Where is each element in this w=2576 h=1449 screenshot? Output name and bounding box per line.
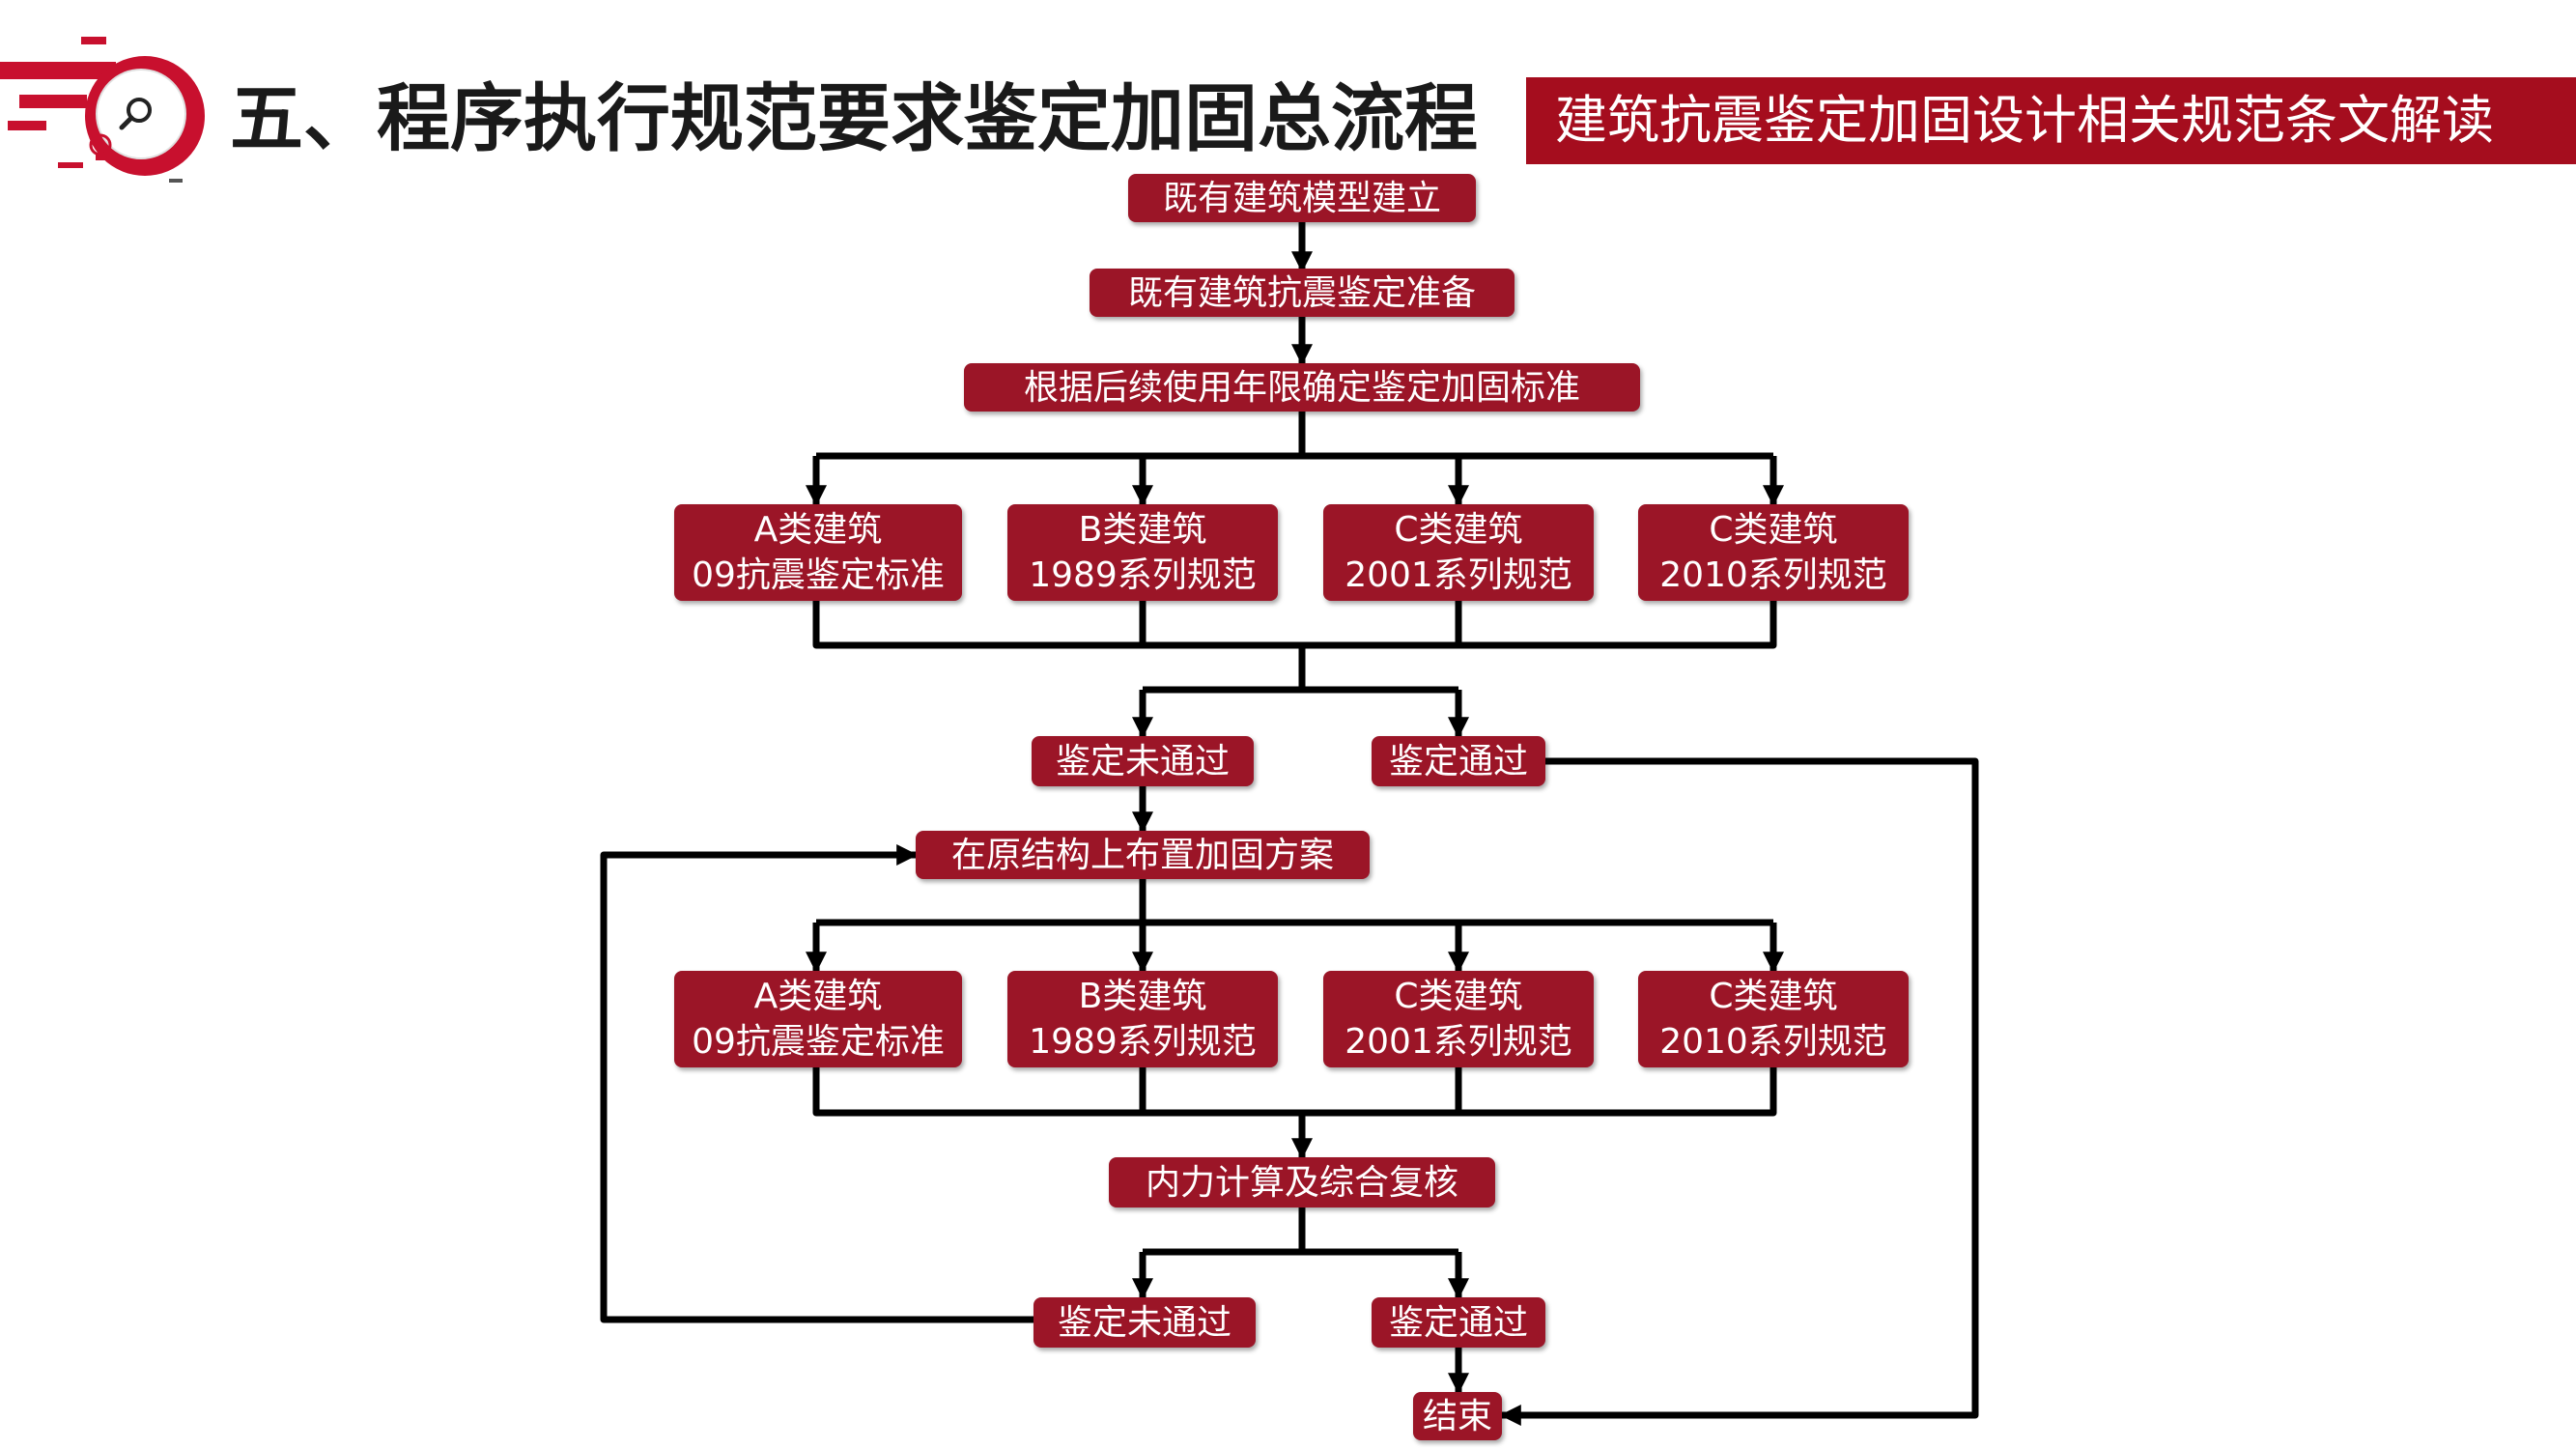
node-standard: 根据后续使用年限确定鉴定加固标准	[964, 363, 1640, 412]
connector	[812, 601, 1777, 649]
node-calc: 内力计算及综合复核	[1109, 1157, 1495, 1208]
logo-stripe	[0, 62, 116, 79]
magnifier-icon	[119, 98, 152, 130]
section-logo	[0, 37, 205, 183]
lightbulb-icon	[89, 133, 112, 160]
logo-stripe	[169, 179, 183, 183]
node-plan: 在原结构上布置加固方案	[916, 831, 1370, 879]
page-title: 五、程序执行规范要求鉴定加固总流程	[230, 75, 1478, 161]
logo-stripe	[19, 95, 87, 108]
node-fail-1: 鉴定未通过	[1032, 736, 1254, 786]
node-prepare: 既有建筑抗震鉴定准备	[1090, 269, 1514, 317]
connector	[1499, 757, 1979, 1426]
node-pass-1: 鉴定通过	[1372, 736, 1545, 786]
node-pass-2: 鉴定通过	[1372, 1297, 1545, 1348]
logo-stripe	[81, 37, 106, 44]
subtitle-banner: 建筑抗震鉴定加固设计相关规范条文解读	[1526, 77, 2576, 164]
connector	[600, 844, 1033, 1323]
node-fail-2: 鉴定未通过	[1033, 1297, 1256, 1348]
node-build-model: 既有建筑模型建立	[1128, 174, 1476, 222]
logo-stripe	[8, 121, 46, 130]
logo-stripe	[58, 162, 83, 168]
logo-disc	[96, 69, 186, 159]
connector	[812, 1067, 1777, 1117]
node-end: 结束	[1413, 1392, 1502, 1440]
